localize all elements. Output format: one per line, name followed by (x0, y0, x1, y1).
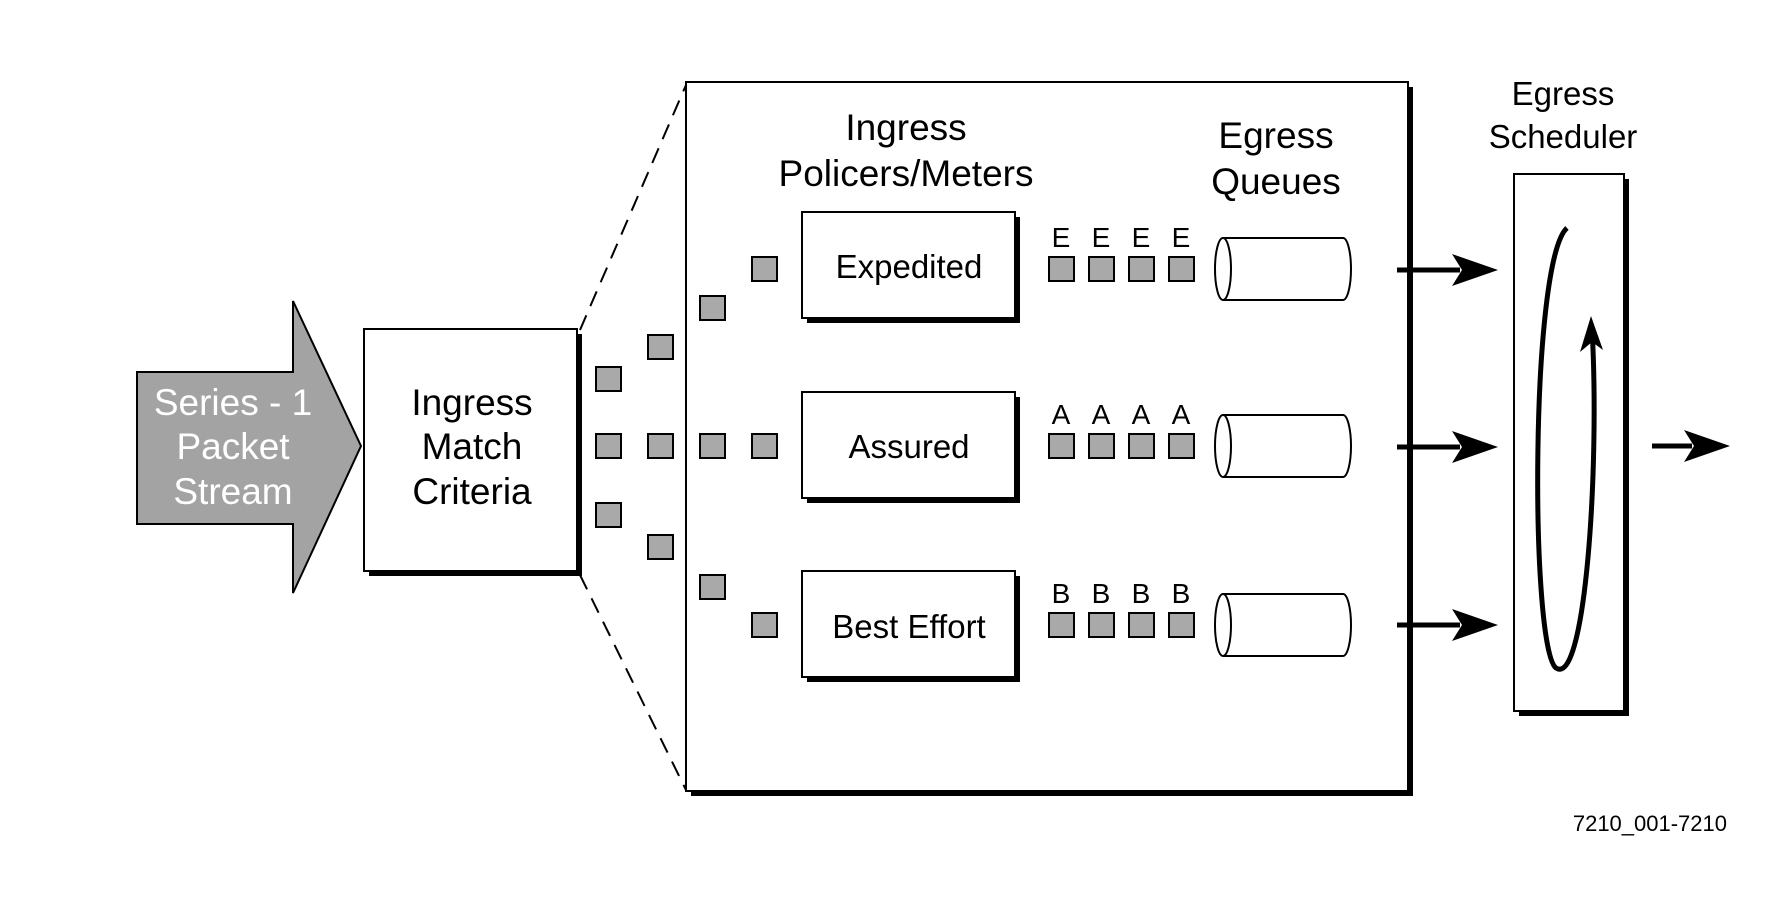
packet (647, 534, 674, 560)
scheduler-heading-line-1: Egress (1512, 75, 1615, 112)
packet-stream-arrow: Series - 1 Packet Stream (136, 300, 363, 594)
packet (1048, 612, 1075, 638)
packet-letter: B (1172, 578, 1191, 609)
match-label-line-1: Ingress (411, 382, 532, 423)
packet (1168, 433, 1195, 459)
packet-letter: E (1132, 222, 1151, 253)
policer-label-expedited: Expedited (836, 248, 983, 285)
class-row-best-effort: Best Effort B B B B (801, 570, 1498, 682)
packet (699, 295, 726, 321)
packet (595, 366, 622, 392)
loop-arrowhead-icon (1580, 316, 1603, 352)
packet (1128, 433, 1155, 459)
packet (699, 433, 726, 459)
packet-letter: A (1092, 399, 1111, 430)
match-label-line-3: Criteria (412, 471, 532, 512)
packet (699, 574, 726, 600)
packet-letter: B (1052, 578, 1071, 609)
packet (647, 433, 674, 459)
packet (1048, 433, 1075, 459)
class-row-expedited: Expedited E E E E (801, 211, 1498, 323)
stream-label-line-3: Stream (173, 471, 292, 512)
class-row-assured: Assured A A A A (801, 391, 1498, 503)
scheduler-output-arrow (1652, 430, 1730, 462)
egress-queue-assured (1214, 414, 1352, 478)
queue-to-scheduler-arrow (1397, 431, 1498, 463)
classified-packets (595, 256, 778, 638)
packet (1088, 612, 1115, 638)
policer-label-assured: Assured (848, 428, 969, 465)
packet (751, 433, 778, 459)
zoom-line-bottom (579, 574, 687, 791)
queue-to-scheduler-arrow (1397, 609, 1498, 641)
packet (751, 612, 778, 638)
packet-letter: B (1132, 578, 1151, 609)
stream-label-line-2: Packet (176, 426, 290, 467)
packet (1088, 256, 1115, 282)
stream-label-line-1: Series - 1 (154, 382, 312, 423)
policer-label-best-effort: Best Effort (832, 608, 985, 645)
packet-letter: A (1132, 399, 1151, 430)
packet (751, 256, 778, 282)
packet-letter: A (1052, 399, 1071, 430)
packet (1168, 612, 1195, 638)
packet (1088, 433, 1115, 459)
packet-letter: E (1092, 222, 1111, 253)
egress-queue-best-effort (1214, 593, 1352, 657)
policers-heading-line-1: Ingress (845, 107, 966, 148)
packet (1128, 256, 1155, 282)
packet-letter: A (1172, 399, 1191, 430)
packet (647, 334, 674, 360)
round-robin-loop-icon (1535, 226, 1597, 672)
packet (595, 433, 622, 459)
egress-scheduler-box (1513, 173, 1629, 716)
zoom-line-top (579, 84, 687, 331)
queues-heading-line-1: Egress (1218, 115, 1333, 156)
queue-to-scheduler-arrow (1397, 254, 1498, 286)
packet (1168, 256, 1195, 282)
packet-letter: B (1092, 578, 1111, 609)
ingress-match-box: Ingress Match Criteria (363, 328, 582, 576)
packet (1128, 612, 1155, 638)
queues-heading-line-2: Queues (1211, 161, 1341, 202)
scheduler-heading-line-2: Scheduler (1489, 118, 1638, 155)
match-label-line-2: Match (422, 426, 523, 467)
packet (595, 502, 622, 528)
packet (1048, 256, 1075, 282)
packet-letter: E (1052, 222, 1071, 253)
egress-queue-expedited (1214, 237, 1352, 301)
packet-letter: E (1172, 222, 1191, 253)
policers-heading-line-2: Policers/Meters (779, 153, 1034, 194)
figure-id: 7210_001-7210 (1573, 811, 1727, 836)
